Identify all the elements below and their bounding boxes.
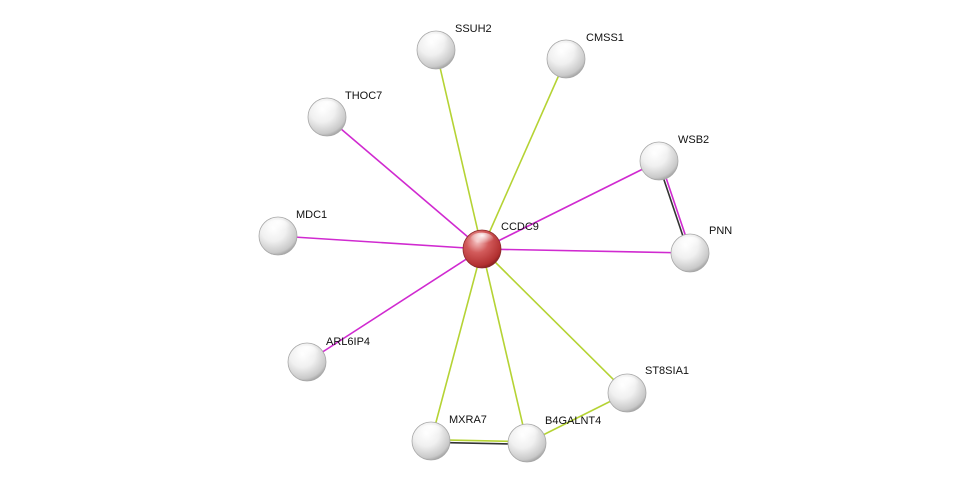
node-highlight	[266, 219, 290, 234]
node-label: WSB2	[678, 134, 709, 146]
node-st8sia1[interactable]: ST8SIA1	[607, 365, 689, 413]
node-label: ST8SIA1	[645, 365, 689, 377]
edge-ccdc9-wsb2	[481, 160, 660, 250]
node-b4galnt4[interactable]: B4GALNT4	[507, 415, 601, 463]
node-highlight	[315, 100, 339, 115]
node-label: ARL6IP4	[326, 336, 370, 348]
node-highlight	[470, 232, 494, 247]
node-cmss1[interactable]: CMSS1	[546, 32, 624, 79]
edge-ccdc9-arl6ip4	[306, 248, 483, 363]
node-highlight	[678, 236, 702, 251]
edge-ccdc9-b4galnt4	[481, 248, 528, 444]
node-label: PNN	[709, 225, 732, 237]
node-highlight	[515, 426, 539, 441]
node-highlight	[424, 33, 448, 48]
node-label: B4GALNT4	[545, 415, 601, 427]
edge-ccdc9-cmss1	[481, 58, 567, 250]
node-ssuh2[interactable]: SSUH2	[416, 23, 492, 70]
node-thoc7[interactable]: THOC7	[307, 90, 382, 137]
node-arl6ip4[interactable]: ARL6IP4	[287, 336, 370, 382]
edge-ccdc9-mxra7	[430, 248, 483, 442]
node-mxra7[interactable]: MXRA7	[411, 414, 487, 461]
node-highlight	[615, 376, 639, 391]
node-mdc1[interactable]: MDC1	[258, 209, 327, 256]
edge-ccdc9-pnn	[481, 248, 691, 254]
node-label: CMSS1	[586, 32, 624, 44]
node-label: MXRA7	[449, 414, 487, 426]
node-highlight	[295, 345, 319, 360]
node-wsb2[interactable]: WSB2	[639, 134, 709, 181]
node-ccdc9[interactable]: CCDC9	[462, 221, 539, 269]
node-highlight	[554, 42, 578, 57]
edge-ccdc9-ssuh2	[435, 49, 483, 250]
edge-ccdc9-thoc7	[326, 116, 483, 250]
node-label: MDC1	[296, 209, 327, 221]
edge-ccdc9-mdc1	[277, 235, 483, 250]
node-label: CCDC9	[501, 221, 539, 233]
node-label: THOC7	[345, 90, 382, 102]
node-pnn[interactable]: PNN	[670, 225, 732, 273]
node-highlight	[419, 424, 443, 439]
node-label: SSUH2	[455, 23, 492, 35]
node-highlight	[647, 144, 671, 159]
edge-ccdc9-st8sia1	[481, 248, 628, 394]
